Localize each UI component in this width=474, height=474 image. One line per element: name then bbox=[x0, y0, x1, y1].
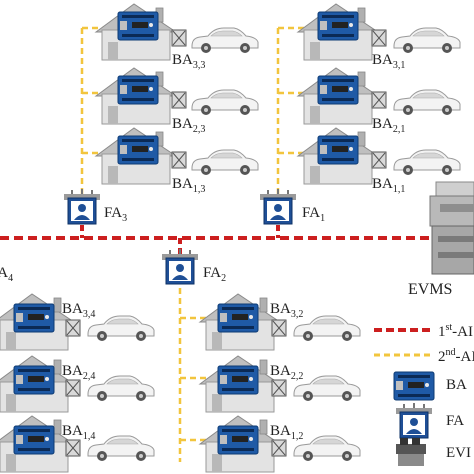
evms-control-center bbox=[429, 181, 474, 275]
label-ba12: BA1,2 bbox=[270, 423, 304, 442]
label-ba22: BA2,2 bbox=[270, 363, 304, 382]
car-ba33 bbox=[191, 27, 259, 54]
car-ba24 bbox=[87, 375, 155, 402]
car-ba23 bbox=[191, 89, 259, 116]
cluster-fa3 bbox=[63, 3, 259, 225]
label-ba33: BA3,3 bbox=[172, 52, 206, 71]
board-ba14 bbox=[13, 425, 55, 455]
fa2-node bbox=[161, 248, 199, 285]
car-ba34 bbox=[87, 315, 155, 342]
legend-evms-icon bbox=[396, 438, 426, 466]
legend-first-level-label: 1st-AI bbox=[438, 322, 473, 340]
label-ba24: BA2,4 bbox=[62, 363, 96, 382]
car-ba31 bbox=[393, 27, 461, 54]
cluster-fa4 bbox=[0, 293, 155, 473]
meter-ba31 bbox=[371, 29, 387, 47]
car-ba11 bbox=[393, 149, 461, 176]
board-ba33 bbox=[117, 11, 159, 41]
meter-ba24 bbox=[65, 379, 81, 397]
board-ba21 bbox=[317, 75, 359, 105]
board-ba34 bbox=[13, 303, 55, 333]
meter-ba23 bbox=[171, 91, 187, 109]
legend-evms-label: EVI bbox=[446, 445, 471, 461]
legend-fa-label: FA bbox=[446, 413, 465, 429]
label-ba32: BA3,2 bbox=[270, 301, 304, 320]
label-ba14: BA1,4 bbox=[62, 423, 96, 442]
meter-ba34 bbox=[65, 319, 81, 337]
board-ba12 bbox=[217, 425, 259, 455]
car-ba14 bbox=[87, 435, 155, 462]
legend-ba-label: BA bbox=[446, 377, 467, 393]
board-ba31 bbox=[317, 11, 359, 41]
label-fa1: FA1 bbox=[302, 205, 326, 224]
meter-ba22 bbox=[271, 379, 287, 397]
meter-ba32 bbox=[271, 319, 287, 337]
meter-ba14 bbox=[65, 439, 81, 457]
car-ba13 bbox=[191, 149, 259, 176]
label-ba23: BA2,3 bbox=[172, 116, 206, 135]
label-ba11: BA1,1 bbox=[372, 176, 406, 195]
label-fa4: FA4 bbox=[0, 265, 14, 284]
board-ba13 bbox=[117, 135, 159, 165]
fa1-node bbox=[259, 188, 297, 225]
board-ba32 bbox=[217, 303, 259, 333]
label-ba31: BA3,1 bbox=[372, 52, 406, 71]
legend-board-icon bbox=[393, 371, 435, 401]
label-fa2: FA2 bbox=[203, 265, 227, 284]
car-ba22 bbox=[293, 375, 361, 402]
label-ba13: BA1,3 bbox=[172, 176, 206, 195]
legend-fa-icon bbox=[395, 402, 433, 439]
meter-ba21 bbox=[371, 91, 387, 109]
meter-ba11 bbox=[371, 151, 387, 169]
meter-ba12 bbox=[271, 439, 287, 457]
label-fa3: FA3 bbox=[104, 205, 128, 224]
legend-second-level-label: 2nd-AI bbox=[438, 347, 474, 365]
board-ba23 bbox=[117, 75, 159, 105]
board-ba11 bbox=[317, 135, 359, 165]
legend bbox=[374, 328, 435, 466]
board-ba22 bbox=[217, 365, 259, 395]
fa3-node bbox=[63, 188, 101, 225]
meter-ba13 bbox=[171, 151, 187, 169]
car-ba21 bbox=[393, 89, 461, 116]
label-ba21: BA2,1 bbox=[372, 116, 406, 135]
label-evms: EVMS bbox=[408, 281, 453, 298]
label-ba34: BA3,4 bbox=[62, 301, 96, 320]
cluster-fa2 bbox=[199, 293, 361, 473]
car-ba32 bbox=[293, 315, 361, 342]
meter-ba33 bbox=[171, 29, 187, 47]
board-ba24 bbox=[13, 365, 55, 395]
first-level-links bbox=[0, 225, 440, 258]
cluster-fa1 bbox=[259, 3, 461, 225]
car-ba12 bbox=[293, 435, 361, 462]
